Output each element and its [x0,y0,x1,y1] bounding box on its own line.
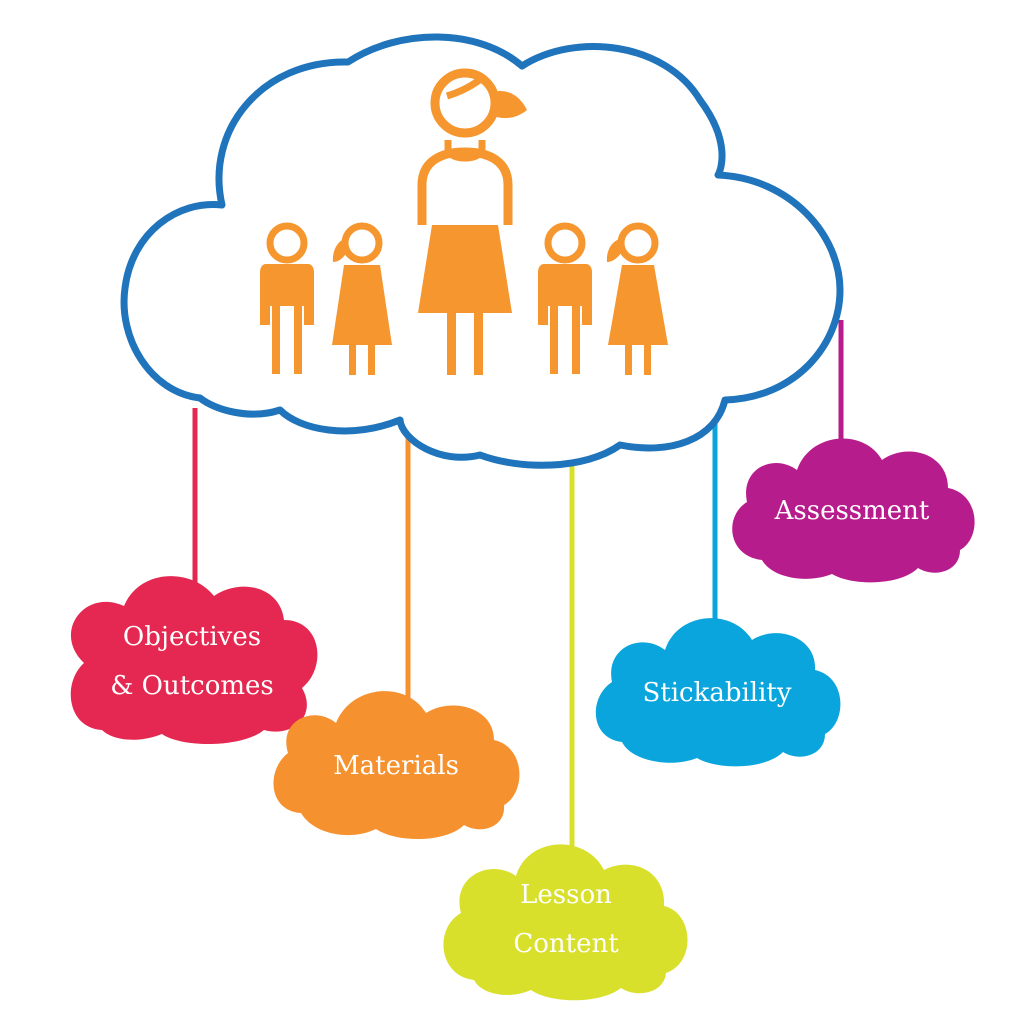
objectives-cloud: Objectives & Outcomes [70,576,318,745]
objectives-label: Objectives [123,622,261,652]
teacher-figure [417,68,527,375]
girl-figure [606,222,668,375]
girl-figure [332,222,392,375]
boy-figure [260,222,314,374]
lesson-content-label: Lesson [520,880,612,910]
cloud-shape [732,438,975,583]
assessment-label: Assessment [774,496,930,526]
cloud-shape [70,576,318,745]
assessment-cloud: Assessment [732,438,975,583]
cloud-shape [595,618,841,767]
objectives-label-line2: & Outcomes [110,671,274,701]
lesson-content-label-line2: Content [513,929,619,959]
lesson-content-cloud: Lesson Content [443,844,688,1001]
materials-cloud: Materials [273,691,520,840]
connectors [192,320,844,855]
boy-figure [538,222,592,374]
topic-clouds: Objectives & Outcomes Materials Lesson C… [70,438,975,1001]
stickability-label: Stickability [642,678,791,708]
materials-label: Materials [333,751,459,781]
teacher-with-students-icon [260,68,668,375]
stickability-cloud: Stickability [595,618,841,767]
cloud-shape [273,691,520,840]
cloud-shape [443,844,688,1001]
